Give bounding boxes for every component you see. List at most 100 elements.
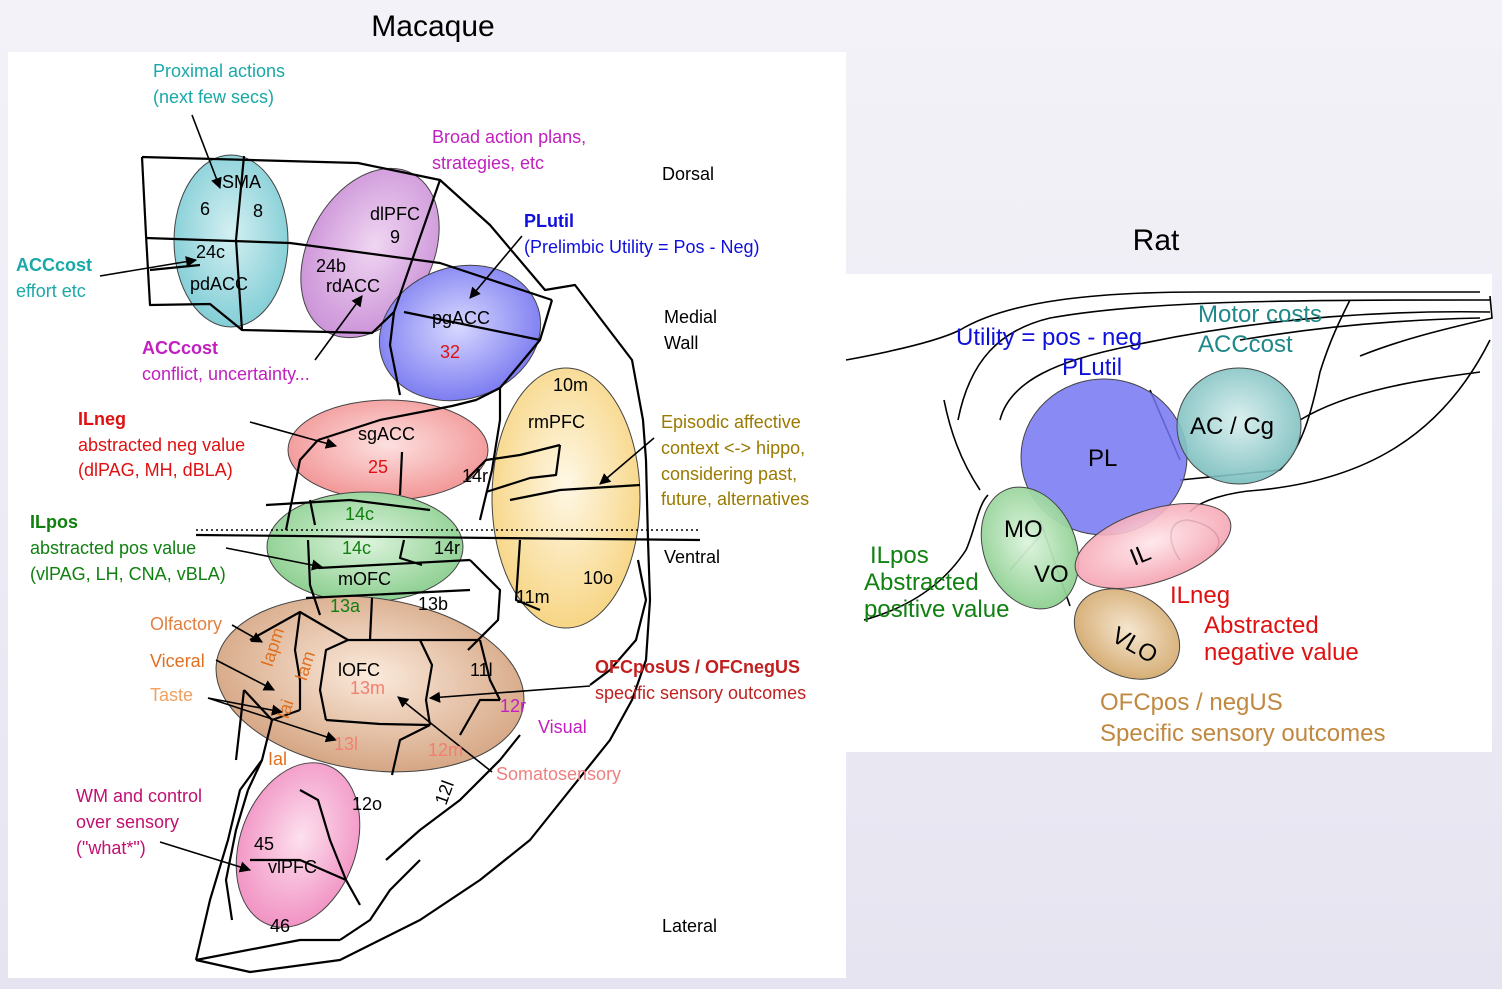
- orientation-labels: Dorsal Medial Wall Ventral Lateral: [662, 164, 720, 936]
- rat-region-vlo: [1073, 588, 1181, 680]
- annot-viceral: Viceral: [150, 651, 205, 671]
- label-25: 25: [368, 457, 388, 477]
- annot-episodic-1: Episodic affective: [661, 412, 801, 432]
- label-rmpfc: rmPFC: [528, 412, 585, 432]
- macaque-arrows: [99, 114, 655, 873]
- rat-region-il: [1074, 503, 1232, 589]
- arrow-episodic: [599, 437, 655, 485]
- label-12r: 12r: [500, 696, 526, 716]
- arrow-ilneg: [249, 421, 338, 449]
- orient-lateral: Lateral: [662, 916, 717, 936]
- arrow-acccost-effort: [99, 256, 198, 277]
- arrow-olfactory: [231, 624, 263, 643]
- rat-annot-motor-2: ACCcost: [1198, 331, 1293, 358]
- rat-label-vo: VO: [1034, 561, 1069, 588]
- annot-somato: Somatosensory: [496, 764, 621, 784]
- arrow-wm: [159, 841, 252, 873]
- rat-annot-ofc-2: Specific sensory outcomes: [1100, 720, 1385, 747]
- macaque-annotations: Proximal actions (next few secs) Broad a…: [16, 61, 809, 858]
- annot-episodic-2: context <-> hippo,: [661, 438, 805, 458]
- label-13m: 13m: [350, 678, 385, 698]
- annot-ofc-desc: specific sensory outcomes: [595, 683, 806, 703]
- annot-wm-2: over sensory: [76, 812, 179, 832]
- label-ial: Ial: [268, 749, 287, 769]
- annot-proximal-2: (next few secs): [153, 87, 274, 107]
- rat-title: Rat: [1133, 224, 1180, 257]
- rat-annot-ilpos-3: positive value: [864, 596, 1009, 623]
- label-24b: 24b: [316, 256, 346, 276]
- rat-region-mo-vo: [980, 486, 1080, 610]
- rat-label-pl: PL: [1088, 445, 1117, 472]
- label-dlpfc: dlPFC: [370, 204, 420, 224]
- label-12m: 12m: [428, 740, 463, 760]
- label-sgacc: sgACC: [358, 424, 415, 444]
- rat-annot-motor-1: Motor costs: [1198, 301, 1322, 328]
- rat-annot-ilneg-2: Abstracted: [1204, 612, 1319, 639]
- label-13b: 13b: [418, 594, 448, 614]
- annot-proximal-1: Proximal actions: [153, 61, 285, 81]
- label-11m: 11m: [516, 587, 550, 607]
- label-14c: 14c: [342, 538, 371, 558]
- annot-ilpos-title: ILpos: [30, 512, 78, 532]
- label-8: 8: [253, 201, 263, 221]
- label-mofc: mOFC: [338, 569, 391, 589]
- macaque-area-boundaries: [140, 155, 701, 974]
- region-pgacc: [378, 264, 542, 402]
- label-14c-top: 14c: [345, 504, 374, 524]
- rat-brain-outline: [845, 291, 1493, 621]
- rat-region-accg: [1176, 367, 1302, 485]
- label-32: 32: [440, 342, 460, 362]
- label-14r-top: 14r: [462, 466, 488, 486]
- rat-annot-ilpos-1: ILpos: [870, 542, 929, 569]
- annot-broad-2: strategies, etc: [432, 153, 544, 173]
- macaque-title: Macaque: [371, 10, 494, 43]
- annot-ilneg-desc-2: (dlPAG, MH, dBLA): [78, 460, 233, 480]
- label-13a: 13a: [330, 596, 361, 616]
- arrow-taste-2: [207, 697, 338, 743]
- arrow-plutil: [469, 235, 523, 299]
- annot-wm-1: WM and control: [76, 786, 202, 806]
- annot-taste: Taste: [150, 685, 193, 705]
- annot-olfactory: Olfactory: [150, 614, 222, 634]
- rat-label-accg: AC / Cg: [1190, 413, 1274, 440]
- rat-annot-ofc-1: OFCpos / negUS: [1100, 689, 1283, 716]
- label-13l: 13l: [334, 734, 358, 754]
- rat-annotations: Utility = pos - neg PLutil Motor costs A…: [864, 301, 1385, 747]
- annot-plutil-desc: (Prelimbic Utility = Pos - Neg): [524, 237, 760, 257]
- orient-dorsal: Dorsal: [662, 164, 714, 184]
- annot-acccost-conflict-desc: conflict, uncertainty...: [142, 364, 310, 384]
- label-pgacc: pgACC: [432, 308, 490, 328]
- orient-medial: Medial: [664, 307, 717, 327]
- arrow-proximal: [191, 114, 222, 190]
- orient-wall: Wall: [664, 333, 698, 353]
- arrow-viceral: [215, 659, 275, 691]
- label-24c: 24c: [196, 242, 225, 262]
- annot-plutil-title: PLutil: [524, 211, 574, 231]
- annot-acccost-conflict-title: ACCcost: [142, 338, 218, 358]
- arrow-taste-1: [207, 697, 284, 716]
- annot-ofc-title: OFCposUS / OFCnegUS: [595, 657, 800, 677]
- label-sma: SMA: [222, 172, 261, 192]
- annot-ilneg-desc-1: abstracted neg value: [78, 435, 245, 455]
- label-6: 6: [200, 199, 210, 219]
- annot-ilpos-desc-2: (vlPAG, LH, CNA, vBLA): [30, 564, 226, 584]
- rat-region-labels: PL AC / Cg MO VO IL VLO: [1004, 413, 1274, 669]
- annot-ilpos-desc-1: abstracted pos value: [30, 538, 196, 558]
- label-45: 45: [254, 834, 274, 854]
- rat-region-ellipses: [980, 367, 1302, 680]
- region-vlpfc: [235, 762, 361, 928]
- rat-annot-ilneg-1: ILneg: [1170, 582, 1230, 609]
- arrow-ilpos: [225, 547, 324, 571]
- region-sgacc: [287, 399, 489, 501]
- orient-ventral: Ventral: [664, 547, 720, 567]
- annot-acccost-effort-title: ACCcost: [16, 255, 92, 275]
- label-11l: 11l: [470, 660, 493, 680]
- label-46: 46: [270, 916, 290, 936]
- label-rdacc: rdACC: [326, 276, 380, 296]
- annot-episodic-3: considering past,: [661, 464, 797, 484]
- label-lofc: lOFC: [338, 660, 380, 680]
- region-rmpfc: [491, 367, 641, 629]
- arrow-acccost-conflict: [314, 295, 363, 361]
- rat-label-mo: MO: [1004, 516, 1043, 543]
- annot-visual: Visual: [538, 717, 587, 737]
